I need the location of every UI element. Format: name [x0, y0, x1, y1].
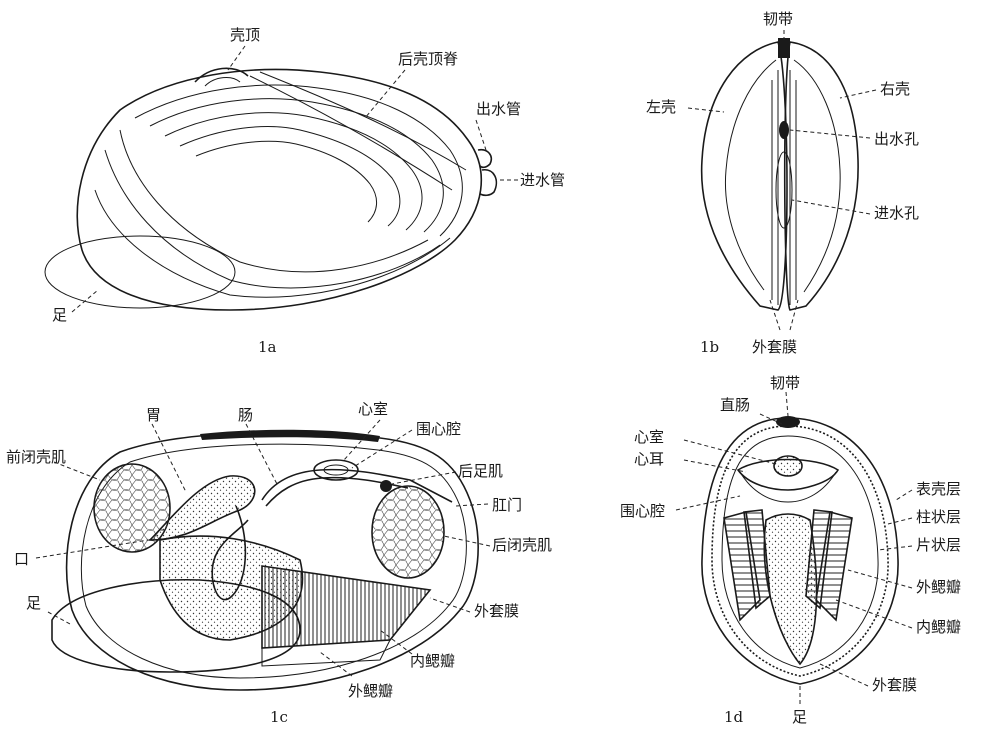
label-right-valve: 右壳	[880, 80, 910, 98]
label-foot-1c: 足	[26, 594, 41, 612]
label-posterior-adductor: 后闭壳肌	[492, 536, 552, 554]
label-excurrent-siphon: 出水管	[476, 100, 521, 118]
label-anus: 肛门	[492, 496, 522, 514]
label-ventricle-1d: 心室	[634, 428, 664, 446]
label-intestine: 肠	[238, 406, 253, 424]
label-incurrent-aperture: 进水孔	[874, 204, 919, 222]
label-periostracum: 表壳层	[916, 480, 961, 498]
panel-1c: 胃 肠 心室 围心腔 前闭壳肌 后足肌 肛门 口 后闭壳肌 足 外套膜 内鳃瓣 …	[6, 400, 552, 726]
posterior-adductor-1c	[372, 480, 444, 578]
label-pericardium-1c: 围心腔	[416, 420, 461, 438]
label-mantle-1b: 外套膜	[752, 338, 797, 356]
label-ligament-1d: 韧带	[770, 374, 800, 392]
label-inner-gill-1c: 内鳃瓣	[410, 652, 455, 670]
leaders-1b	[688, 30, 876, 330]
label-foot-1a: 足	[52, 306, 67, 324]
label-anterior-adductor: 前闭壳肌	[6, 448, 66, 466]
label-foot-1d: 足	[792, 708, 807, 726]
panel-1a: 壳顶 后壳顶脊 出水管 进水管 足 1a	[45, 26, 565, 356]
panel-1d: 韧带 直肠 心室 心耳 围心腔 表壳层 柱状层 片状层 外鳃瓣 内鳃瓣 外套膜 …	[620, 374, 961, 726]
label-nacreous-layer: 片状层	[916, 536, 961, 554]
caption-1a: 1a	[258, 338, 277, 356]
label-rectum: 直肠	[720, 396, 750, 414]
caption-1d: 1d	[724, 708, 744, 726]
shell-1b	[702, 38, 858, 310]
label-prismatic-layer: 柱状层	[916, 508, 961, 526]
label-mantle-1c: 外套膜	[474, 602, 519, 620]
label-stomach: 胃	[146, 406, 161, 424]
label-outer-gill-1d: 外鳃瓣	[916, 578, 961, 596]
label-left-valve: 左壳	[646, 98, 676, 116]
label-inner-gill-1d: 内鳃瓣	[916, 618, 961, 636]
label-ligament-1b: 韧带	[763, 10, 793, 28]
label-mouth: 口	[14, 550, 29, 568]
label-auricle: 心耳	[634, 450, 664, 468]
caption-1b: 1b	[700, 338, 719, 356]
label-excurrent-aperture: 出水孔	[874, 130, 919, 148]
pericardium-1d	[738, 456, 838, 502]
shell-1a	[77, 68, 496, 310]
label-shell-top: 壳顶	[230, 26, 260, 44]
label-incurrent-siphon: 进水管	[520, 171, 565, 189]
label-ventricle-1c: 心室	[358, 400, 388, 418]
label-mantle-1d: 外套膜	[872, 676, 917, 694]
caption-1c: 1c	[270, 708, 288, 726]
label-posterior-ridge: 后壳顶脊	[398, 50, 458, 68]
foot-1a	[45, 236, 235, 308]
panel-1b: 韧带 左壳 右壳 出水孔 进水孔 外套膜 1b	[646, 10, 919, 356]
label-posterior-retractor: 后足肌	[458, 462, 503, 480]
label-outer-gill-1c: 外鳃瓣	[348, 682, 393, 700]
label-pericardium-1d: 围心腔	[620, 502, 665, 520]
